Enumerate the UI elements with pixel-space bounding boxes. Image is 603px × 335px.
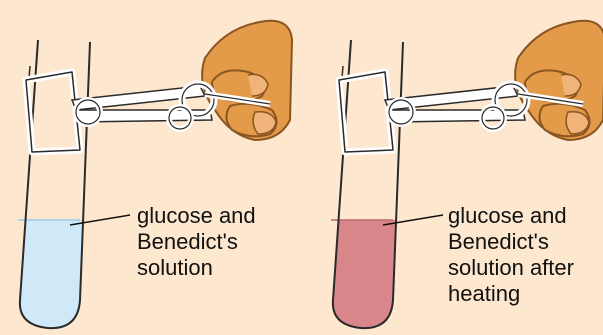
label-line: solution xyxy=(137,255,256,281)
label-line: glucose and xyxy=(448,203,574,229)
hand-icon xyxy=(202,21,292,140)
hand-icon xyxy=(515,21,603,140)
label-line: Benedict's xyxy=(448,229,574,255)
label-after-heating: glucose and Benedict's solution after he… xyxy=(448,203,574,307)
panel-before xyxy=(10,21,292,335)
label-line: Benedict's xyxy=(137,229,256,255)
label-line: solution after xyxy=(448,255,574,281)
label-before-heating: glucose and Benedict's solution xyxy=(137,203,256,281)
label-line: heating xyxy=(448,281,574,307)
label-line: glucose and xyxy=(137,203,256,229)
